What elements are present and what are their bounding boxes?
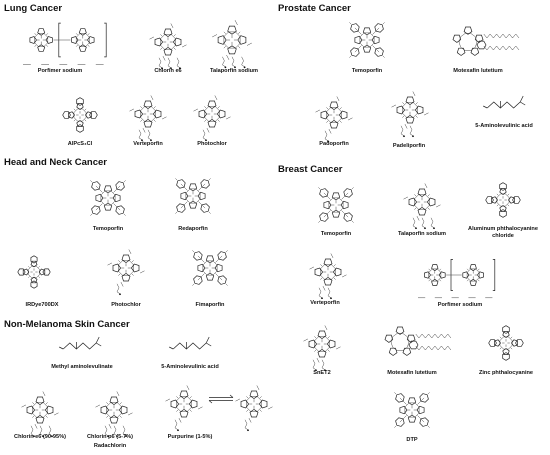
- compound-label: Methyl aminolevulinate: [51, 364, 113, 370]
- compound-label: Porfimer sodium: [37, 68, 83, 74]
- compound-label: Temoporfin: [92, 226, 124, 232]
- compound-label: Photochlor: [197, 141, 227, 147]
- compound-label: IRDye700DX: [25, 302, 59, 308]
- compound-label: Porfimer sodium: [437, 302, 483, 308]
- radachlorin-group-label: Radachlorin: [93, 443, 127, 449]
- compound-label: SnET2: [313, 370, 331, 376]
- compound-label: Aluminum phthalocyanine chloride: [468, 226, 538, 239]
- compound-label: Zinc phthalocyanine: [478, 370, 534, 376]
- compound-label: Padeliporfin: [392, 143, 426, 149]
- section-title-skin: Non-Melanoma Skin Cancer: [4, 319, 130, 330]
- compound-label: Chlorin e6: [154, 68, 182, 74]
- compound-label: Chlorin e6 (90-95%): [14, 434, 66, 440]
- compound-label: Temoporfin: [320, 231, 352, 237]
- compound-label: 5-Aminolevulinic acid: [161, 364, 219, 370]
- section-title-breast: Breast Cancer: [278, 164, 343, 175]
- compound-label: Photochlor: [111, 302, 141, 308]
- compound-label: AlPcS₄Cl: [67, 141, 93, 147]
- compound-label: Purpurine (1-5%): [167, 434, 213, 440]
- compound-label: Talaporfin sodium: [397, 231, 447, 237]
- compound-label: Verteporfin: [310, 300, 340, 306]
- compound-label: Verteporfin: [133, 141, 163, 147]
- compound-label: Temoporfin: [351, 68, 383, 74]
- compound-label: Motexafin lutetium: [453, 68, 503, 74]
- section-title-head-neck: Head and Neck Cancer: [4, 157, 107, 168]
- section-title-lung: Lung Cancer: [4, 3, 63, 14]
- compound-label: Padoporfin: [319, 141, 349, 147]
- compound-label: Motexafin lutetium: [387, 370, 437, 376]
- compound-label: Talaporfin sodium: [209, 68, 259, 74]
- compound-label: Fimaporfin: [195, 302, 225, 308]
- section-title-prostate: Prostate Cancer: [278, 3, 351, 14]
- compound-label: Redaporfin: [178, 226, 208, 232]
- compound-label: Chlorin p6 (5-7%): [87, 434, 133, 440]
- compound-label: 5-Aminolevulinic acid: [475, 123, 533, 129]
- compound-label: DTP: [406, 437, 418, 443]
